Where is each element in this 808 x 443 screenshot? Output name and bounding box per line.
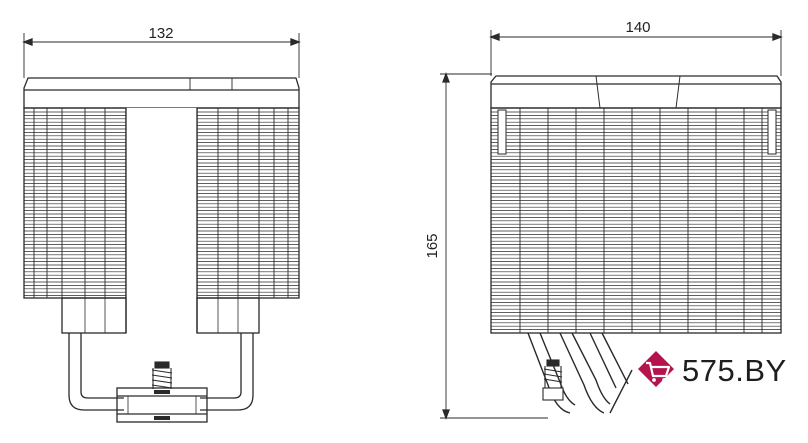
front-width-dimension: 132 xyxy=(22,25,301,78)
side-heatpipes xyxy=(527,332,633,414)
side-view: 140 165 xyxy=(424,19,783,420)
side-top-cover xyxy=(490,75,782,109)
front-base-block xyxy=(116,387,208,423)
shopping-cart-icon xyxy=(638,351,674,387)
front-fin-stack-left xyxy=(23,107,127,299)
watermark-logo: 575.BY xyxy=(636,346,787,396)
side-width-dimension: 140 xyxy=(489,19,783,76)
front-fin-stack-right xyxy=(196,107,300,299)
front-top-cover xyxy=(23,77,300,109)
height-dimension: 165 xyxy=(424,72,548,420)
side-mounting-spring xyxy=(542,359,564,401)
front-heatpipes xyxy=(68,333,254,411)
height-label: 165 xyxy=(424,233,441,258)
front-width-label: 132 xyxy=(148,25,173,42)
side-width-label: 140 xyxy=(625,19,650,36)
front-lower-fins xyxy=(61,297,260,334)
side-fin-stack xyxy=(490,107,782,334)
side-fan-clips xyxy=(497,109,777,155)
front-view: 132 xyxy=(22,25,301,423)
watermark-text: 575.BY xyxy=(682,353,787,388)
front-fan-gap xyxy=(126,108,197,333)
front-mounting-spring xyxy=(151,361,173,389)
